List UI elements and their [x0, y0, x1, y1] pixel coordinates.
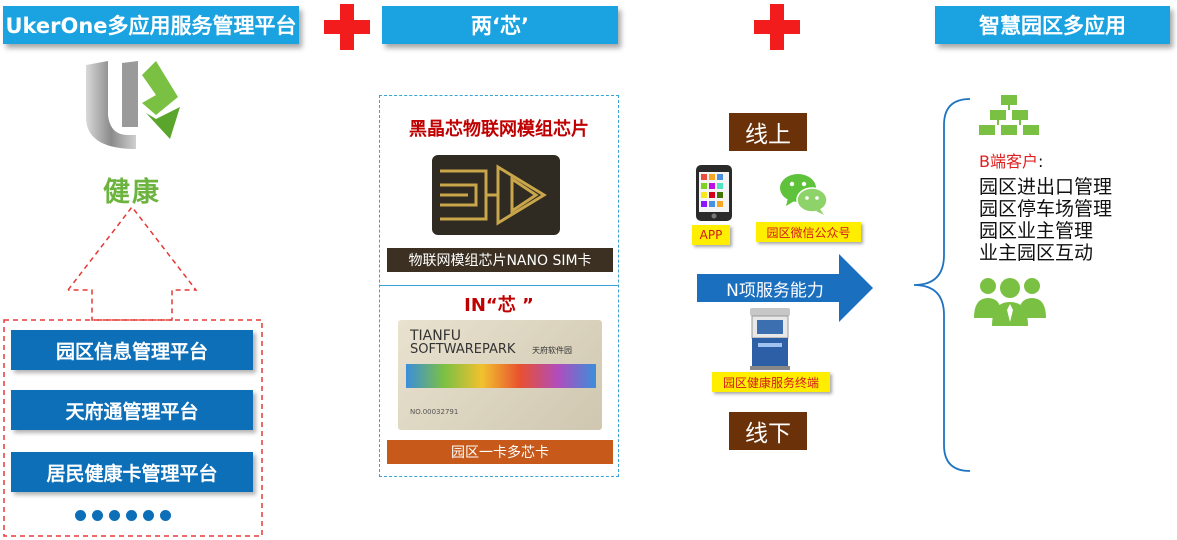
card-number: NO.00032791 [410, 408, 459, 416]
ellipsis-dot [92, 510, 103, 521]
chip-title: 黑晶芯物联网模组芯片 [409, 119, 589, 140]
b-customer-label: B端客户 [979, 152, 1038, 171]
phone-icon [696, 165, 732, 221]
chip-image [432, 155, 560, 235]
smart-park-header: 智慧园区多应用 [935, 6, 1170, 44]
platform-header: UkerOne多应用服务管理平台 [3, 6, 299, 44]
app-item: 园区停车场管理 [979, 198, 1113, 220]
terminal-label: 园区健康服务终端 [712, 372, 830, 392]
b-customer-colon: : [1037, 152, 1044, 171]
logo-text: 健康 [103, 177, 161, 208]
people-group-icon [974, 278, 1046, 326]
card-caption: 园区一卡多芯卡 [387, 440, 613, 464]
service-arrow [697, 254, 873, 322]
offline-label: 线下 [729, 412, 807, 450]
chip-caption: 物联网模组芯片NANO SIM卡 [387, 248, 613, 272]
wechat-icon [780, 174, 828, 215]
card-brand-line1: TIANFU [410, 328, 462, 344]
chips-panel [379, 95, 619, 477]
platform-box-park-info: 园区信息管理平台 [11, 330, 253, 370]
card-color-band [406, 364, 596, 388]
plus-icon [324, 4, 370, 50]
ellipsis-dot [109, 510, 120, 521]
b-customer-heading: B端客户: [979, 148, 1043, 172]
platform-box-health-card: 居民健康卡管理平台 [11, 452, 253, 492]
app-item: 园区业主管理 [979, 220, 1094, 242]
card-brand-cn: 天府软件园 [532, 346, 572, 355]
chips-divider [379, 285, 619, 286]
two-chips-header: 两‘芯’ [382, 6, 618, 44]
ellipsis-dot [75, 510, 86, 521]
app-item: 园区进出口管理 [979, 176, 1113, 198]
right-brace [913, 98, 971, 472]
online-label: 线上 [729, 113, 807, 151]
service-arrow-label: N项服务能力 [726, 281, 824, 301]
ellipsis-dot [126, 510, 137, 521]
ellipsis-dot [160, 510, 171, 521]
app-item: 业主园区互动 [979, 242, 1094, 264]
kiosk-icon [750, 308, 790, 370]
org-chart-icon [979, 95, 1039, 135]
app-label: APP [692, 225, 730, 245]
uk-logo [86, 61, 180, 149]
in-chip-title: IN“芯 ” [464, 295, 534, 316]
card-brand-line2: SOFTWAREPARK [410, 342, 516, 357]
ellipsis-dot [143, 510, 154, 521]
platform-box-tianfutong: 天府通管理平台 [11, 390, 253, 430]
wechat-label: 园区微信公众号 [756, 222, 861, 242]
dashed-up-arrow [3, 205, 263, 537]
plus-icon [754, 4, 800, 50]
park-card-image: TIANFU SOFTWAREPARK 天府软件园 NO.00032791 [398, 320, 602, 430]
